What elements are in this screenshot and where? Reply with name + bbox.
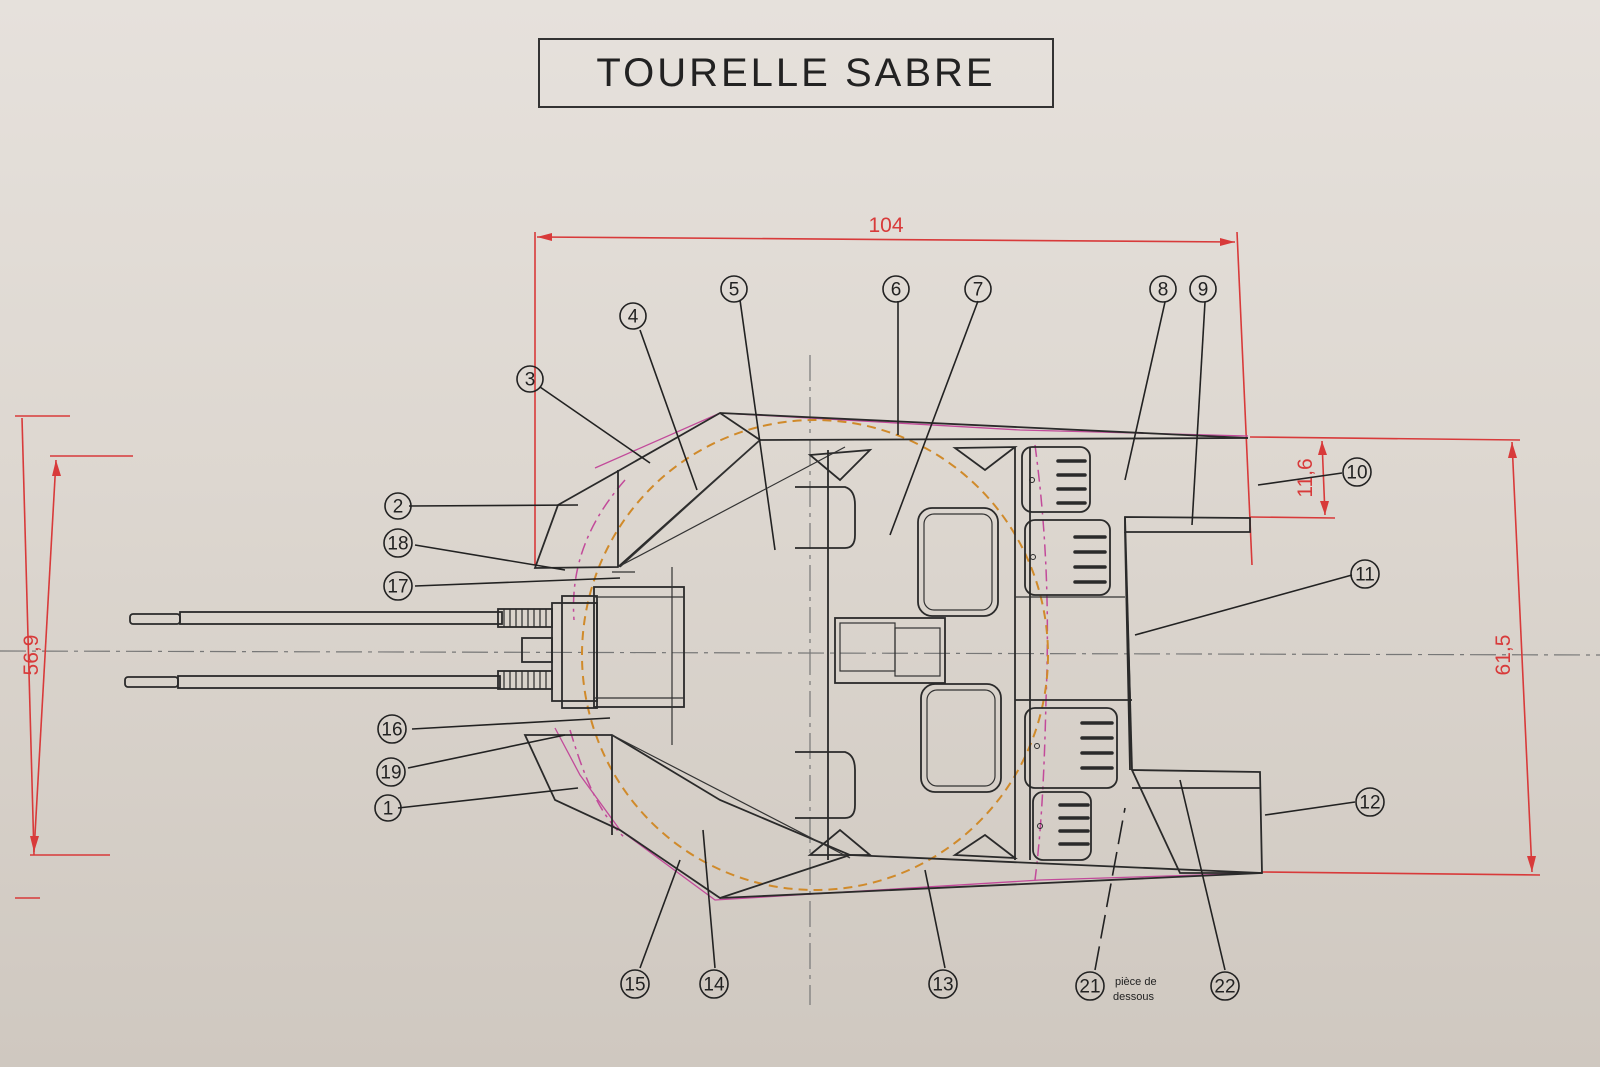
twin-barrels [124, 608, 553, 690]
svg-text:11: 11 [1355, 565, 1375, 586]
callout-7: 7 [964, 275, 992, 303]
callout-15: 15 [620, 969, 650, 999]
callout-9: 9 [1189, 275, 1217, 303]
dimension-height-right: 61,5 [1249, 436, 1541, 876]
underside-note: pièce de dessous [1113, 976, 1157, 1003]
svg-text:2: 2 [393, 497, 404, 518]
svg-text:3: 3 [525, 370, 536, 391]
callout-21: 21 [1075, 971, 1105, 1001]
smoke-launchers [1021, 446, 1118, 861]
dimension-height-left-label: 56,9 [20, 635, 43, 676]
gun-mantlet [521, 567, 685, 745]
svg-text:19: 19 [380, 763, 401, 784]
dimension-height-left: 56,9 [15, 415, 133, 899]
note-line-1: pièce de [1115, 976, 1157, 988]
dimension-height-right-label: 61,5 [1492, 635, 1515, 676]
svg-text:22: 22 [1214, 977, 1235, 998]
page-title: TOURELLE SABRE [596, 50, 996, 95]
title-box: TOURELLE SABRE [538, 38, 1054, 108]
note-line-2: dessous [1113, 991, 1154, 1003]
svg-text:13: 13 [932, 975, 953, 996]
dimension-width-label: 104 [868, 214, 903, 237]
callout-3: 3 [516, 365, 544, 393]
callout-5: 5 [720, 275, 748, 303]
callout-22: 22 [1210, 971, 1240, 1001]
turret-ring [581, 419, 1049, 891]
svg-text:16: 16 [381, 720, 402, 741]
dimension-width: 104 [534, 214, 1253, 566]
callout-2: 2 [384, 492, 412, 520]
callout-19: 19 [376, 757, 406, 787]
callout-14: 14 [699, 969, 729, 999]
svg-text:14: 14 [703, 975, 725, 996]
center-lines [0, 355, 1600, 1005]
svg-text:12: 12 [1359, 793, 1380, 814]
callout-13: 13 [928, 969, 958, 999]
callout-18: 18 [383, 528, 413, 558]
commander-seats [834, 507, 1002, 793]
callout-12: 12 [1355, 787, 1385, 817]
svg-text:21: 21 [1079, 977, 1100, 998]
svg-text:10: 10 [1346, 463, 1367, 484]
callout-17: 17 [383, 571, 413, 601]
svg-text:4: 4 [628, 307, 639, 328]
callout-4: 4 [619, 302, 647, 330]
leader-lines [397, 299, 1356, 971]
svg-text:15: 15 [624, 975, 645, 996]
callout-16: 16 [377, 714, 407, 744]
turret-outline [523, 411, 1263, 899]
svg-text:7: 7 [973, 280, 984, 301]
svg-text:17: 17 [387, 577, 408, 598]
callout-10: 10 [1342, 457, 1372, 487]
svg-text:8: 8 [1158, 280, 1169, 301]
svg-text:9: 9 [1198, 280, 1209, 301]
svg-text:6: 6 [891, 280, 902, 301]
svg-text:5: 5 [729, 280, 740, 301]
front-hatches [795, 486, 856, 819]
svg-text:18: 18 [387, 534, 408, 555]
callout-6: 6 [882, 275, 910, 303]
callout-1: 1 [374, 794, 402, 822]
svg-text:1: 1 [383, 799, 394, 820]
callout-11: 11 [1350, 559, 1380, 589]
callout-8: 8 [1149, 275, 1177, 303]
